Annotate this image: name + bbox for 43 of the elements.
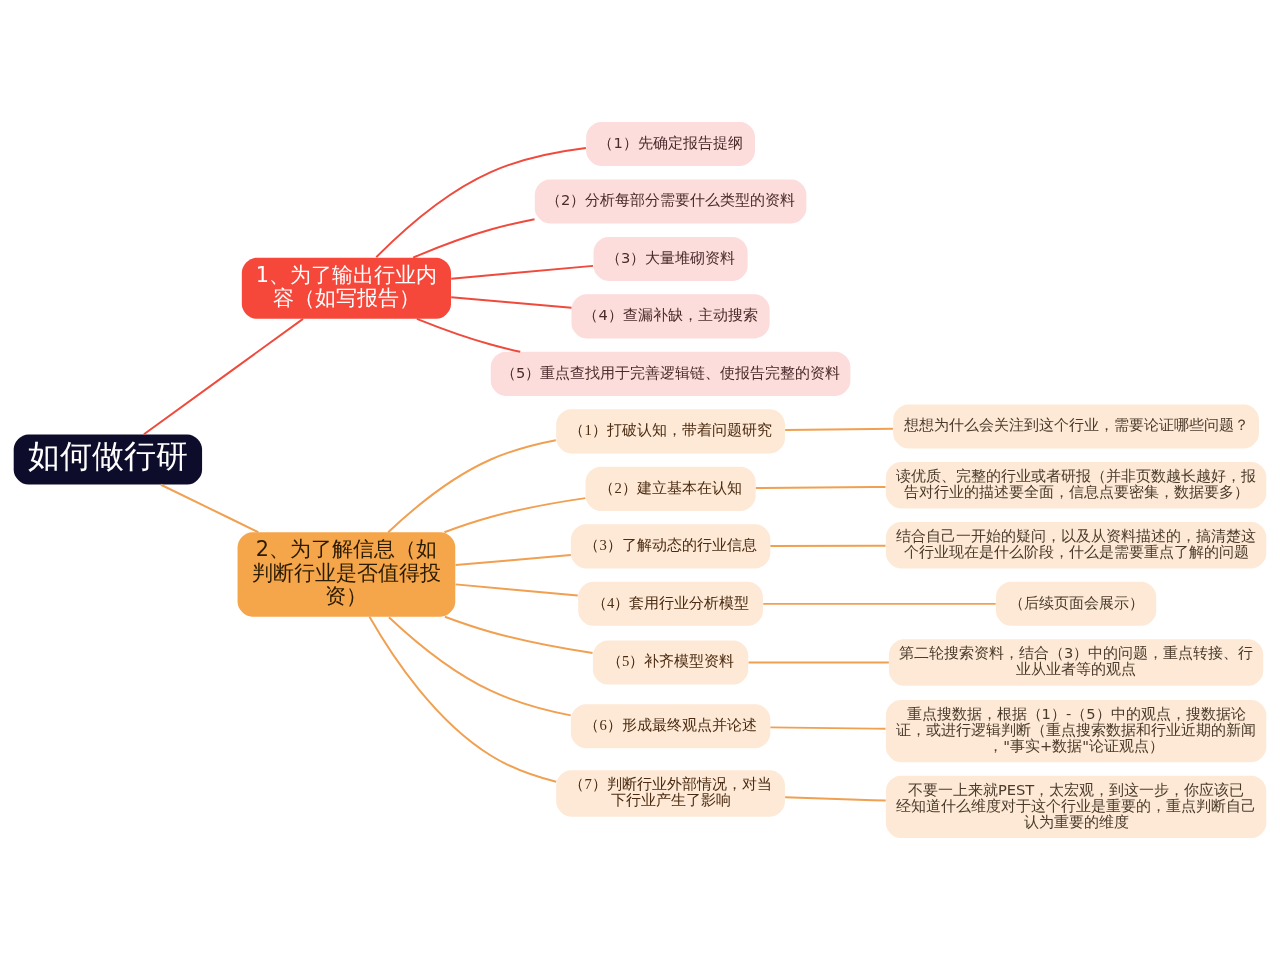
node-box: （4）套用行业分析模型 [578, 581, 763, 626]
node-box: 不要一上来就PEST，太宏观，到这一步，你应该已经知道什么维度对于这个行业是重要的，重点判断自己认为重要的维度 [885, 775, 1267, 838]
connector [784, 427, 894, 431]
connector [159, 483, 260, 533]
connector [387, 615, 572, 716]
connector [368, 615, 558, 783]
node-box: （2）建立基本在认知 [585, 466, 756, 511]
connector [387, 438, 557, 533]
node-box: 第二轮搜索资料，结合（3）中的问题，重点转接、行业从业者等的观点 [888, 638, 1264, 686]
connector [412, 217, 536, 259]
connector [415, 317, 522, 353]
connector [454, 553, 572, 566]
node-box: 2、为了解信息（如判断行业是否值得投资） [237, 531, 456, 617]
node-box: （5）重点查找用于完善逻辑链、使报告完整的资料 [490, 351, 851, 396]
node-box: （后续页面会展示） [995, 581, 1157, 626]
connector [443, 615, 594, 654]
connector [443, 496, 587, 533]
connector [454, 582, 579, 596]
node-box: （1）先确定报告提纲 [586, 121, 755, 166]
connector [762, 602, 997, 605]
connector [769, 725, 887, 730]
node-box: （4）查漏补缺，主动搜索 [571, 293, 770, 338]
connector [784, 795, 887, 802]
connector [142, 317, 304, 435]
node-box: 读优质、完整的行业或者研报（并非页数越长越好，报告对行业的描述要全面，信息点要密集，数据要多） [885, 461, 1267, 508]
connector [450, 295, 573, 309]
node-box: （5）补齐模型资料 [592, 640, 749, 685]
connector [747, 661, 890, 664]
node-box: 重点搜数据，根据（1）-（5）中的观点，搜数据论证，或进行逻辑判断（重点搜索数据和行业近期的新闻，"事实+数据"论证观点） [885, 699, 1267, 762]
connector [754, 485, 887, 489]
node-box: 如何做行研 [13, 433, 203, 485]
node-box: （3）了解动态的行业信息 [570, 523, 771, 568]
connector [375, 146, 587, 258]
node-box: （2）分析每部分需要什么类型的资料 [534, 178, 807, 223]
connector [769, 544, 887, 547]
node-box: 想想为什么会关注到这个行业，需要论证哪些问题？ [893, 403, 1259, 448]
node-box: （6）形成最终观点并论述 [570, 703, 771, 748]
node-box: 1、为了输出行业内容（如写报告） [241, 257, 451, 319]
node-box: 结合自己一开始的疑问，以及从资料描述的，搞清楚这个行业现在是什么阶段，什么是需要重点了解的问题 [885, 521, 1267, 568]
node-box: （7）判断行业外部情况，对当下行业产生了影响 [556, 769, 785, 817]
connector [450, 264, 594, 280]
node-box: （1）打破认知，带着问题研究 [556, 408, 785, 453]
node-box: （3）大量堆砌资料 [593, 236, 748, 281]
